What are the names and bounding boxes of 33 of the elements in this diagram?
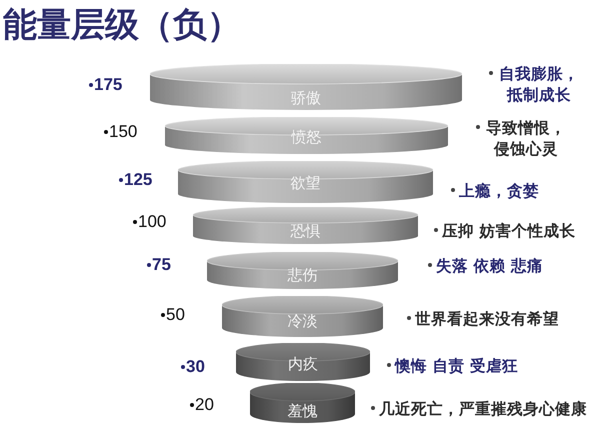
level-description: 压抑 妨害个性成长 (442, 220, 576, 240)
stacked-disc (236, 343, 370, 381)
level-name: 恐惧 (290, 222, 320, 240)
level-value: 50 (166, 305, 185, 325)
title: 能量层级（负） (3, 4, 241, 46)
stacked-disc (165, 117, 448, 154)
level-name: 骄傲 (291, 89, 321, 107)
stacked-disc (150, 64, 462, 110)
level-name: 内疚 (288, 355, 318, 373)
level-name: 羞愧 (288, 402, 318, 420)
level-description: 导致憎恨，侵蚀心灵 (485, 116, 567, 158)
stacked-disc (178, 161, 433, 203)
level-value: 150 (109, 122, 138, 142)
level-name: 悲伤 (288, 266, 318, 284)
level-description: 上瘾，贪婪 (459, 180, 539, 200)
level-name: 冷淡 (288, 312, 318, 330)
stacked-disc (207, 252, 398, 289)
level-description: 自我膨胀，抵制成长 (498, 62, 580, 104)
level-value: 20 (195, 395, 214, 415)
level-description: 失落 依赖 悲痛 (436, 254, 543, 276)
level-value: 100 (138, 212, 166, 232)
stacked-disc (222, 296, 383, 337)
level-description: 世界看起来没有希望 (415, 308, 559, 328)
level-name: 愤怒 (292, 128, 322, 146)
level-value: 175 (94, 75, 122, 95)
level-value: 30 (186, 357, 205, 377)
stacked-disc (250, 383, 355, 423)
stacked-disc (193, 207, 418, 244)
level-name: 欲望 (290, 174, 320, 192)
level-value: 75 (152, 255, 171, 275)
level-description: 几近死亡，严重摧残身心健康 (379, 398, 587, 418)
level-value: 125 (124, 170, 152, 190)
level-description: 懊悔 自责 受虐狂 (395, 354, 518, 376)
